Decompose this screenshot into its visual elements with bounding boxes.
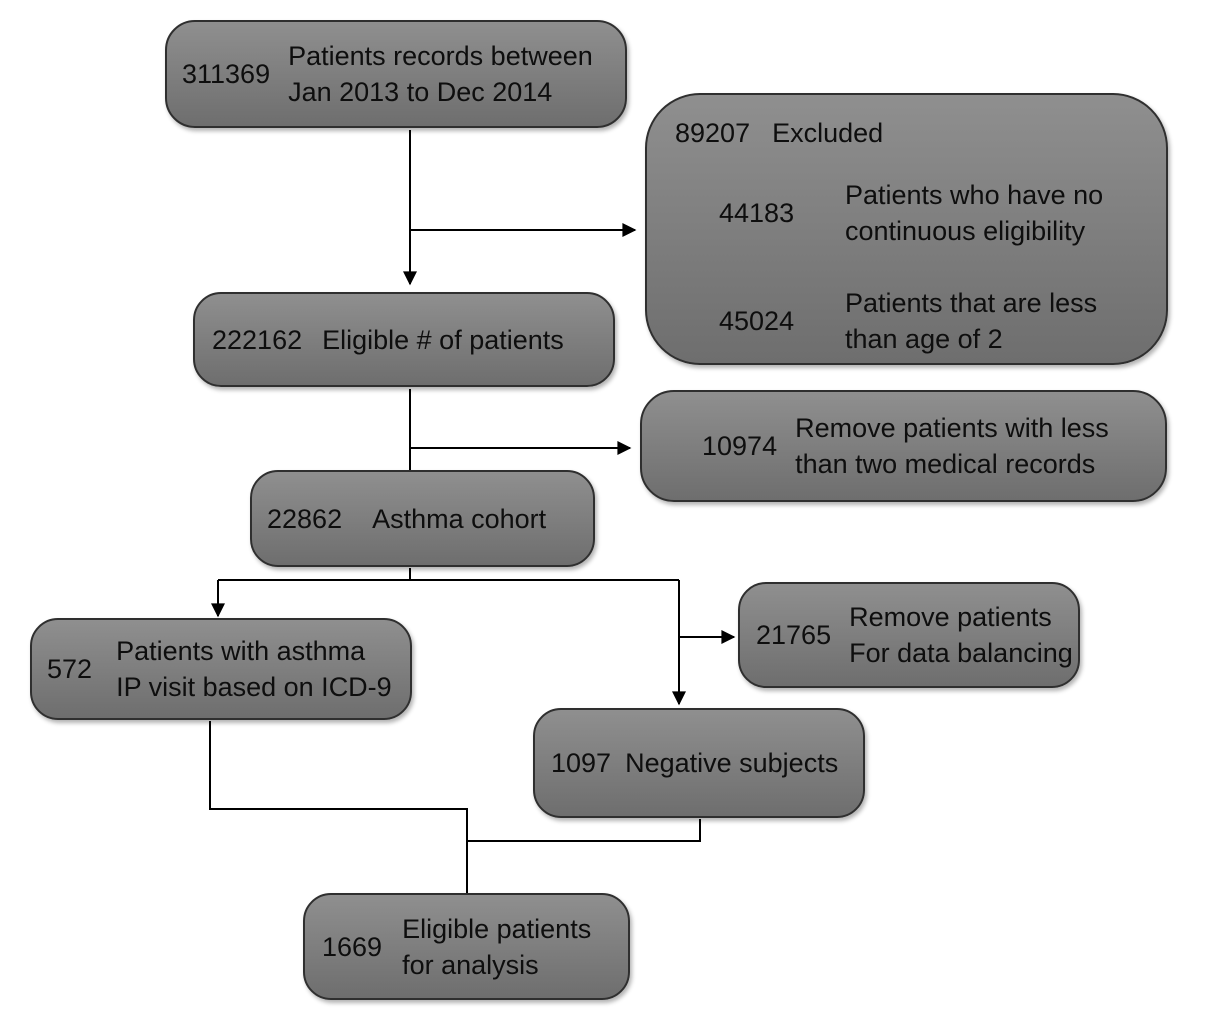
- node-eligible-patients: 222162 Eligible # of patients: [193, 292, 615, 387]
- excluded-header: 89207 Excluded: [675, 115, 1166, 151]
- node-remove-few-records: 10974 Remove patients with less than two…: [640, 390, 1167, 502]
- node-final-eligible: 1669 Eligible patients for analysis: [303, 893, 630, 1000]
- connector-ip-to-final: [209, 721, 468, 895]
- eligible-label: Eligible # of patients: [322, 324, 564, 355]
- eligible-count: 222162: [212, 324, 303, 355]
- excluded-item-label: Patients that are less than age of 2: [845, 288, 1098, 354]
- asthma-cohort-count: 22862: [267, 503, 343, 534]
- excluded-item: 45024 Patients that are less than age of…: [675, 285, 1166, 357]
- asthma-cohort-label: Asthma cohort: [372, 503, 547, 534]
- excluded-item-label: Patients who have no continuous eligibil…: [845, 180, 1104, 246]
- final-eligible-count: 1669: [322, 931, 383, 962]
- remove-few-records-label: Remove patients with less than two medic…: [795, 413, 1109, 479]
- node-asthma-ip-visit: 572 Patients with asthma IP visit based …: [30, 618, 412, 720]
- excluded-title: Excluded: [772, 118, 884, 148]
- excluded-count: 89207: [675, 118, 751, 148]
- node-negative-subjects: 1097 Negative subjects: [533, 708, 865, 818]
- asthma-ip-visit-label: Patients with asthma IP visit based on I…: [116, 636, 392, 702]
- final-eligible-label: Eligible patients for analysis: [402, 913, 592, 980]
- data-balancing-label: Remove patients For data balancing: [849, 602, 1073, 668]
- excluded-item: 44183 Patients who have no continuous el…: [675, 177, 1166, 249]
- records-count: 311369: [182, 59, 271, 89]
- excluded-item-count: 44183: [719, 198, 795, 228]
- excluded-item-count: 45024: [719, 306, 795, 336]
- asthma-ip-visit-count: 572: [47, 654, 93, 684]
- negative-subjects-label: Negative subjects: [625, 748, 839, 778]
- node-asthma-cohort: 22862 Asthma cohort: [250, 470, 595, 567]
- node-patient-records: 311369 Patients records between Jan 2013…: [165, 20, 627, 128]
- records-label: Patients records between Jan 2013 to Dec…: [288, 41, 593, 107]
- node-excluded: 89207 Excluded 44183 Patients who have n…: [645, 93, 1168, 365]
- negative-subjects-count: 1097: [551, 748, 612, 778]
- data-balancing-count: 21765: [756, 620, 832, 650]
- node-data-balancing: 21765 Remove patients For data balancing: [738, 582, 1080, 688]
- connector-negative-to-final: [467, 819, 701, 842]
- remove-few-records-count: 10974: [702, 431, 778, 461]
